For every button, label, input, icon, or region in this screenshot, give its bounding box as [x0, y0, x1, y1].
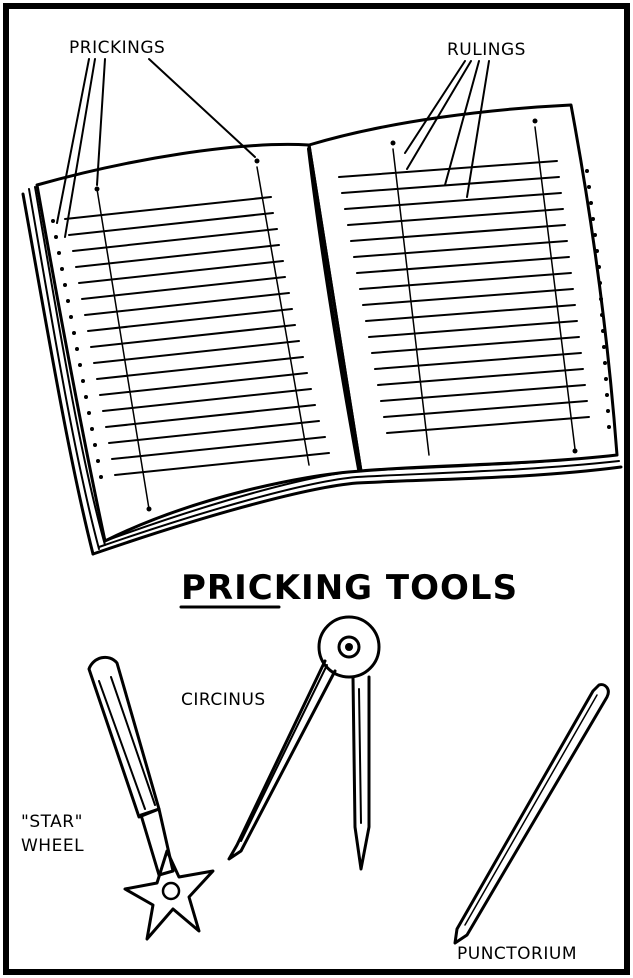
punctorium-shaft — [455, 685, 608, 943]
prickings-label: PRICKINGS — [69, 38, 165, 58]
pricking-tools-heading: PRICKING TOOLS — [181, 568, 518, 608]
right-page-rulings — [339, 127, 589, 455]
illustration-frame: PRICKINGS RULINGS PRICKING TOOLS CIRCINU… — [3, 3, 630, 975]
punctorium-tool — [455, 685, 608, 943]
circinus-tool — [229, 617, 379, 869]
open-book — [23, 105, 621, 554]
circinus-label: CIRCINUS — [181, 690, 266, 710]
pricking-tools-diagram: PRICKINGS RULINGS PRICKING TOOLS CIRCINU… — [9, 9, 630, 975]
star-wheel-star — [125, 851, 213, 939]
star-wheel-label-line2: WHEEL — [21, 836, 84, 856]
left-page-prickings — [51, 159, 260, 512]
punctorium-label: PUNCTORIUM — [457, 944, 577, 964]
star-wheel-label-line1: "STAR" — [21, 812, 83, 832]
book-bottom-edge — [93, 467, 621, 554]
prickings-callout: PRICKINGS — [57, 38, 255, 237]
rulings-pointer — [405, 61, 465, 153]
rulings-label: RULINGS — [447, 40, 526, 60]
book-stack-edge — [23, 194, 93, 554]
left-page-rulings — [65, 167, 329, 509]
prickings-pointer — [57, 59, 89, 223]
